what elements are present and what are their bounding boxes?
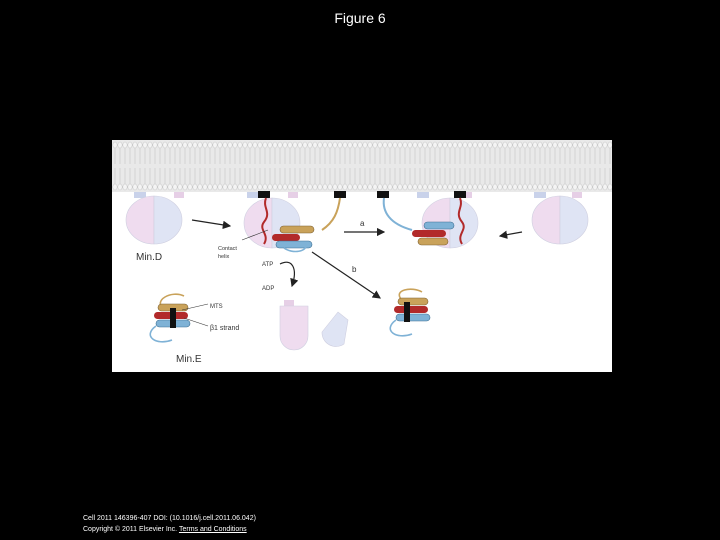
reaction-arrows (191, 219, 523, 299)
mine-complex-right (382, 197, 465, 246)
copyright-text: Copyright © 2011 Elsevier Inc. (83, 526, 178, 533)
adp-label: ADP (262, 286, 274, 292)
copyright-line: Copyright © 2011 Elsevier Inc. Terms and… (83, 524, 256, 535)
lipid-heads-bottom (112, 183, 612, 191)
mine-complex-left (261, 197, 341, 253)
atp-label: ATP (262, 262, 273, 268)
released-mind-monomers (279, 300, 349, 351)
terms-and-conditions-link[interactable]: Terms and Conditions (178, 526, 247, 533)
citation-text: Cell 2011 146396-407 DOI: (10.1016/j.cel… (83, 515, 256, 522)
slide-title: Figure 6 (334, 10, 386, 26)
slide-footer: Cell 2011 146396-407 DOI: (10.1016/j.cel… (83, 513, 256, 535)
lipid-membrane (112, 140, 612, 192)
arrow-b-label: b (352, 265, 357, 274)
mine-solution-right (389, 288, 431, 337)
label-pointers (181, 229, 269, 327)
min-system-diagram: Min.D Min.E Contact helix ATP ADP MTS β1… (112, 140, 612, 365)
mine-solution-left (149, 293, 191, 343)
contact-helix-label-line1: Contact (218, 246, 237, 252)
contact-helix-label-line2: helix (218, 254, 230, 260)
lipid-tails (114, 148, 611, 184)
figure-panel: Min.D Min.E Contact helix ATP ADP MTS β1… (112, 140, 612, 372)
membrane-anchor-pads (134, 191, 582, 198)
min-e-label: Min.E (176, 354, 202, 365)
arrow-a-label: a (360, 219, 365, 228)
min-d-label: Min.D (136, 252, 162, 263)
beta1-strand-label: β1 strand (210, 325, 239, 332)
mind-dimer-left (125, 195, 183, 245)
mind-dimer-right (531, 195, 589, 245)
mts-label: MTS (210, 304, 223, 310)
